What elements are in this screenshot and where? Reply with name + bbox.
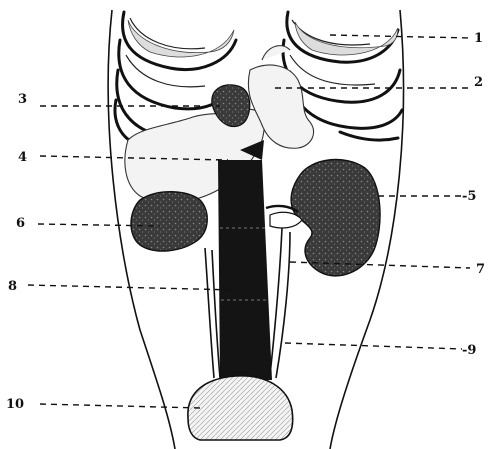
label-7: 7 <box>476 262 485 277</box>
right-kidney <box>131 192 207 251</box>
label-8: 8 <box>8 279 17 294</box>
label-2: 2 <box>474 75 483 90</box>
label-5: -5 <box>462 189 476 204</box>
label-4: 4 <box>18 150 27 165</box>
aorta <box>218 140 272 380</box>
bladder <box>188 376 293 440</box>
label-3: 3 <box>18 92 27 107</box>
label-10: 10 <box>6 397 24 412</box>
left-kidney <box>266 160 380 276</box>
label-9: -9 <box>462 343 476 358</box>
label-1: 1 <box>474 31 483 46</box>
label-6: 6 <box>16 216 25 231</box>
